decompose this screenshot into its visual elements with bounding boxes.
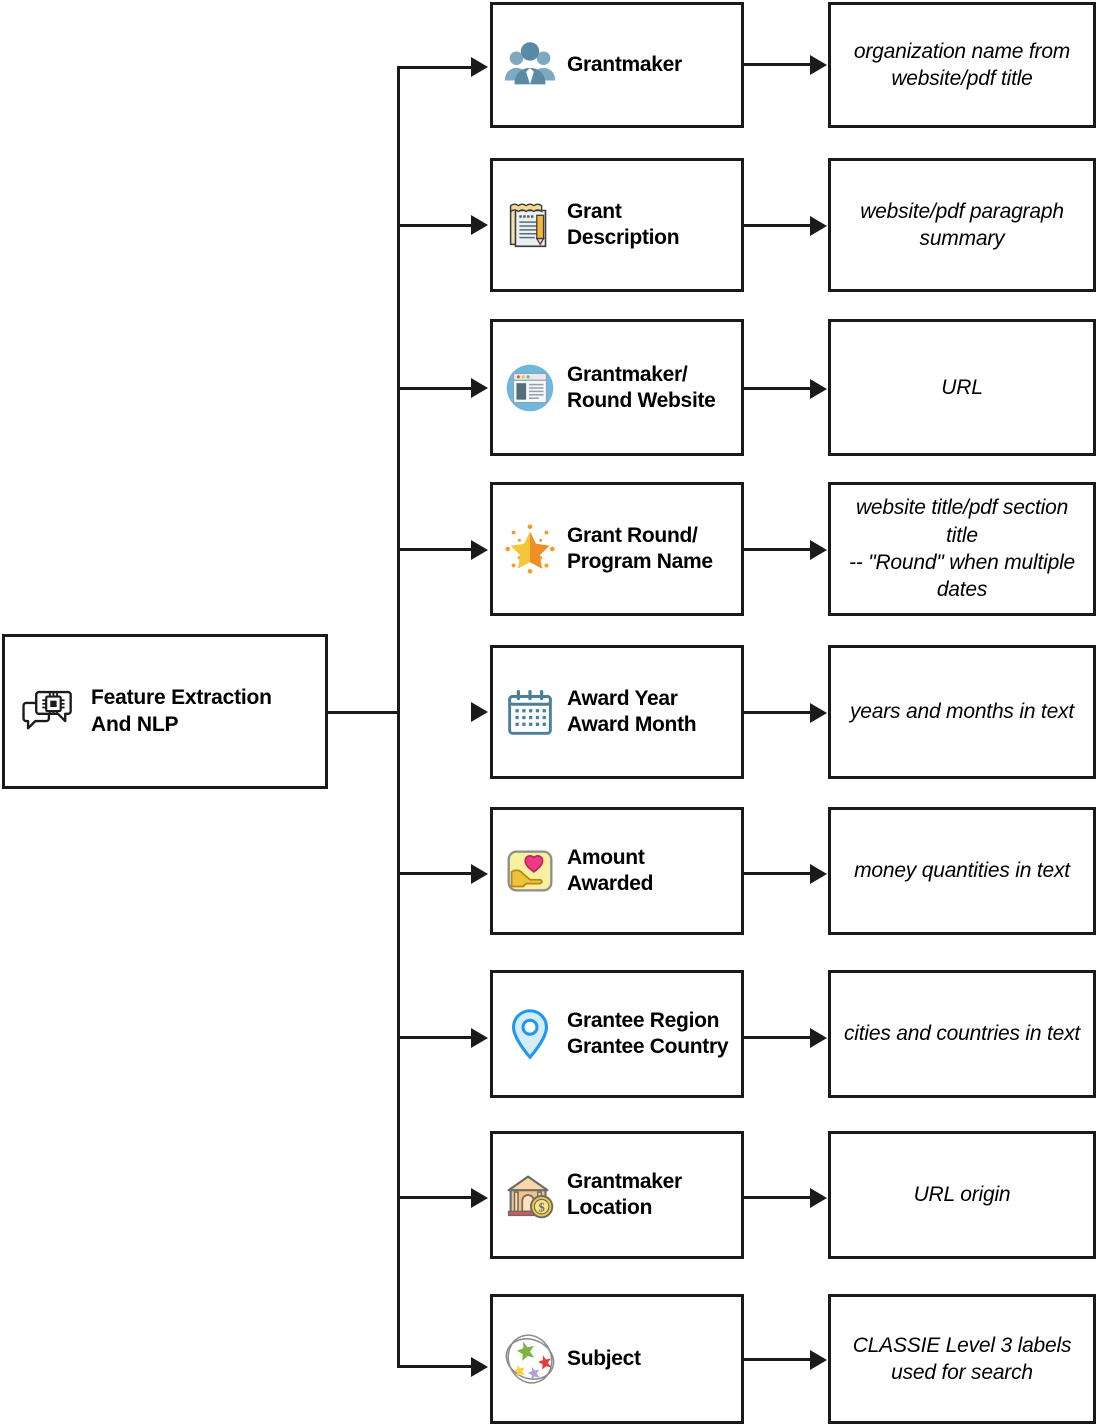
branch-line-row-2 — [397, 224, 472, 227]
root-node-label: Feature Extraction And NLP — [91, 685, 272, 736]
branch-arrow-row-5 — [471, 702, 488, 722]
feature-box-grantmaker-location[interactable]: $ Grantmaker Location — [490, 1131, 744, 1259]
feature-label-subject: Subject — [567, 1347, 641, 1371]
description-text-award-date: years and months in text — [850, 700, 1074, 724]
feature-label-grantee-region: Grantee Region Grantee Country — [567, 1009, 729, 1058]
feature-box-grant-round[interactable]: Grant Round/ Program Name — [490, 482, 744, 616]
desc-arrow-row-8 — [810, 1188, 827, 1208]
feature-label-grantmaker-location: Grantmaker Location — [567, 1170, 682, 1219]
description-box-grantmaker: organization name from website/pdf title — [828, 2, 1096, 128]
description-text-grant-description: website/pdf paragraph summary — [860, 199, 1064, 250]
map-pin-icon — [499, 1003, 561, 1065]
description-box-grant-description: website/pdf paragraph summary — [828, 158, 1096, 292]
desc-arrow-row-1 — [810, 55, 827, 75]
description-text-subject: CLASSIE Level 3 labels used for search — [852, 1333, 1072, 1384]
description-box-grantmaker-location: URL origin — [828, 1131, 1096, 1259]
branch-arrow-row-8 — [471, 1188, 488, 1208]
branch-line-row-1 — [397, 66, 472, 69]
description-text-grantmaker: organization name from website/pdf title — [853, 39, 1071, 90]
branch-arrow-row-6 — [471, 864, 488, 884]
branch-line-row-3 — [397, 387, 472, 390]
desc-line-row-2 — [744, 224, 811, 227]
branch-arrow-row-3 — [471, 378, 488, 398]
branch-arrow-row-7 — [471, 1028, 488, 1048]
desc-line-row-5 — [744, 711, 811, 714]
description-text-website: URL — [941, 375, 983, 399]
branch-arrow-row-9 — [471, 1357, 488, 1377]
feature-box-website[interactable]: Grantmaker/ Round Website — [490, 319, 744, 456]
desc-arrow-row-2 — [810, 216, 827, 236]
bank-dollar-icon: $ — [499, 1164, 561, 1226]
subject-cluster-icon — [499, 1328, 561, 1390]
feature-box-grant-description[interactable]: Grant Description — [490, 158, 744, 292]
svg-text:$: $ — [538, 1200, 544, 1214]
feature-label-award-date: Award Year Award Month — [567, 687, 697, 736]
feature-label-grant-description: Grant Description — [567, 200, 680, 249]
description-box-grant-round: website title/pdf section title -- "Roun… — [828, 482, 1096, 616]
feature-box-award-date[interactable]: Award Year Award Month — [490, 645, 744, 779]
people-group-icon — [499, 34, 561, 96]
description-text-grant-round: website title/pdf section title -- "Roun… — [848, 496, 1076, 602]
branch-line-row-4 — [397, 548, 472, 551]
branch-line-row-6 — [397, 872, 472, 875]
desc-line-row-3 — [744, 387, 811, 390]
branch-arrow-row-1 — [471, 57, 488, 77]
desc-line-row-4 — [744, 548, 811, 551]
desc-line-row-9 — [744, 1358, 811, 1361]
description-box-award-date: years and months in text — [828, 645, 1096, 779]
description-box-website: URL — [828, 319, 1096, 456]
desc-arrow-row-5 — [810, 703, 827, 723]
desc-arrow-row-7 — [810, 1028, 827, 1048]
branch-trunk-line — [397, 66, 400, 1368]
branch-line-row-9 — [397, 1365, 472, 1368]
root-stem-line — [328, 711, 400, 714]
description-text-amount-awarded: money quantities in text — [854, 859, 1070, 883]
desc-arrow-row-4 — [810, 540, 827, 560]
feature-box-subject[interactable]: Subject — [490, 1294, 744, 1424]
description-box-grantee-region: cities and countries in text — [828, 970, 1096, 1098]
description-text-grantmaker-location: URL origin — [913, 1183, 1011, 1207]
memo-pencil-icon — [499, 194, 561, 256]
feature-label-amount-awarded: Amount Awarded — [567, 846, 654, 895]
root-node-feature-extraction[interactable]: Feature Extraction And NLP — [2, 634, 328, 789]
feature-box-amount-awarded[interactable]: Amount Awarded — [490, 807, 744, 935]
feature-box-grantee-region[interactable]: Grantee Region Grantee Country — [490, 970, 744, 1098]
feature-label-grantmaker: Grantmaker — [567, 53, 682, 77]
feature-box-grantmaker[interactable]: Grantmaker — [490, 2, 744, 128]
description-box-amount-awarded: money quantities in text — [828, 807, 1096, 935]
desc-line-row-6 — [744, 872, 811, 875]
branch-line-row-7 — [397, 1036, 472, 1039]
feature-label-grant-round: Grant Round/ Program Name — [567, 524, 713, 573]
desc-line-row-8 — [744, 1196, 811, 1199]
feature-label-website: Grantmaker/ Round Website — [567, 362, 716, 412]
calendar-icon — [499, 681, 561, 743]
browser-window-icon — [499, 357, 561, 419]
desc-arrow-row-9 — [810, 1350, 827, 1370]
branch-line-row-8 — [397, 1196, 472, 1199]
glowing-star-icon — [499, 518, 561, 580]
desc-arrow-row-3 — [810, 379, 827, 399]
branch-arrow-row-4 — [471, 540, 488, 560]
desc-line-row-1 — [744, 63, 811, 66]
desc-arrow-row-6 — [810, 864, 827, 884]
chat-chip-icon — [19, 683, 77, 741]
desc-line-row-7 — [744, 1036, 811, 1039]
hand-heart-money-icon — [499, 840, 561, 902]
branch-arrow-row-2 — [471, 215, 488, 235]
description-box-subject: CLASSIE Level 3 labels used for search — [828, 1294, 1096, 1424]
description-text-grantee-region: cities and countries in text — [843, 1022, 1081, 1046]
